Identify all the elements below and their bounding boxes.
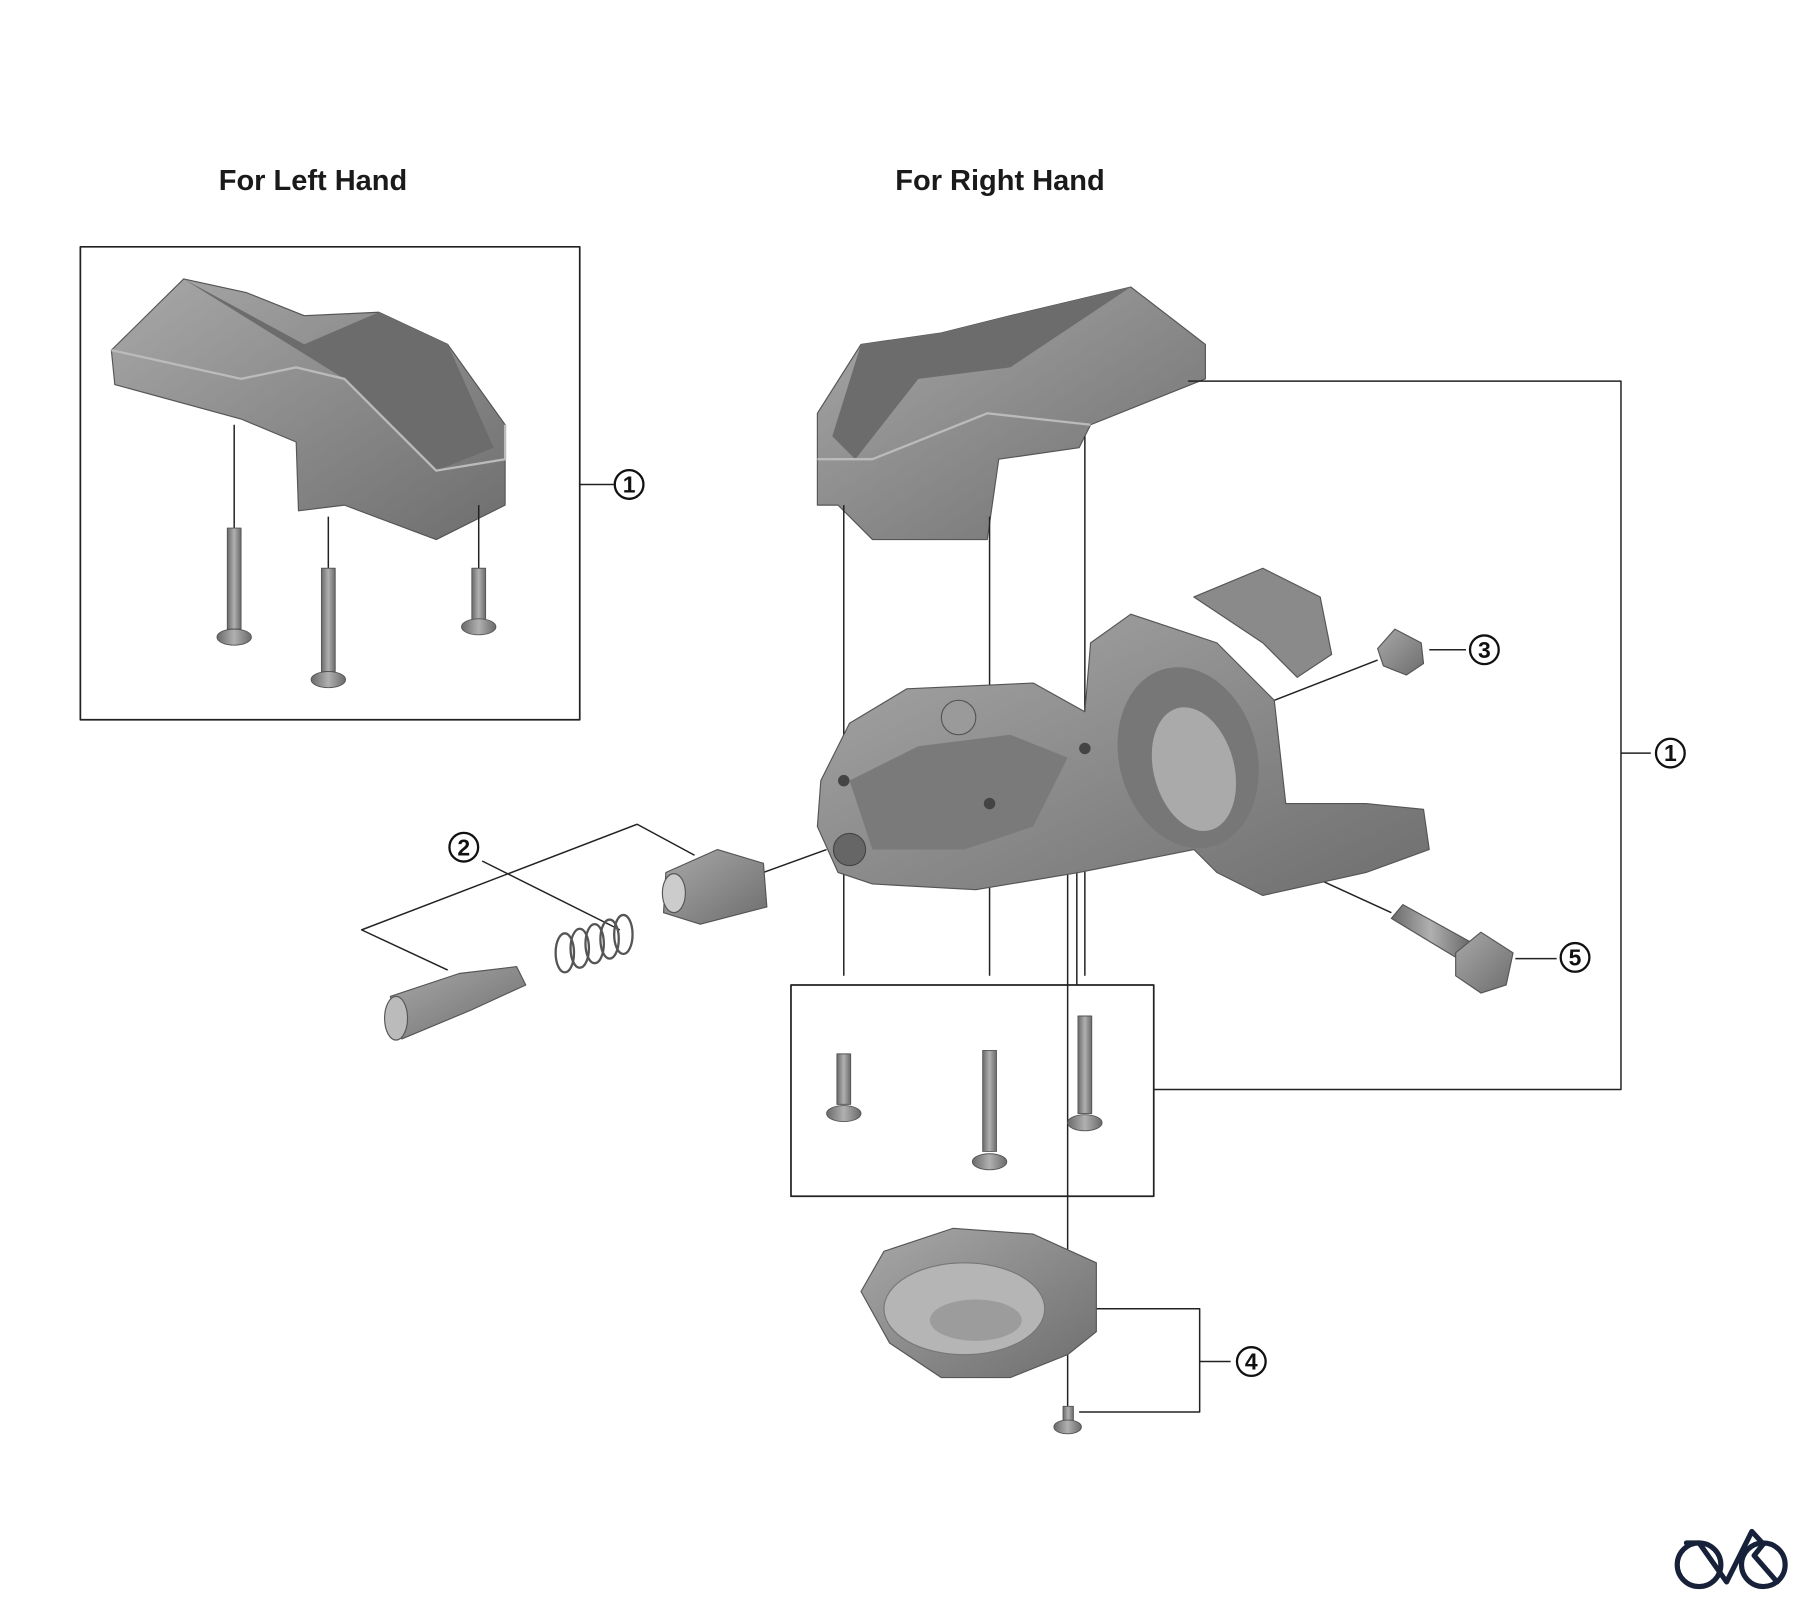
- left-screws: [233, 424, 480, 569]
- right-screw-box: [790, 984, 1155, 1198]
- callout-1-left: 1: [613, 468, 645, 500]
- callout-5: 5: [1559, 941, 1591, 973]
- svg-text:5: 5: [1569, 944, 1582, 970]
- spring: [554, 913, 634, 974]
- right-hand-heading: For Right Hand: [895, 165, 1105, 197]
- svg-text:1: 1: [1664, 740, 1677, 766]
- svg-text:3: 3: [1478, 637, 1491, 663]
- cable-adjuster-barrel: [661, 848, 768, 925]
- screw-icon: [1053, 1405, 1082, 1435]
- bottom-cover: [860, 1227, 1097, 1379]
- svg-text:2: 2: [457, 834, 470, 860]
- screw-icon: [826, 1015, 1103, 1171]
- right-cover-cap: [816, 286, 1206, 541]
- callout-3: 3: [1468, 634, 1500, 666]
- end-plug: [1377, 628, 1425, 676]
- callout-2: 2: [448, 831, 480, 863]
- screw-icon: [216, 527, 497, 689]
- bicycle-logo-icon: [1674, 1528, 1788, 1590]
- callout-1-right: 1: [1654, 737, 1686, 769]
- shifter-main-body: [816, 567, 1430, 897]
- left-hand-heading: For Left Hand: [218, 165, 408, 197]
- adjuster-bolt: [384, 966, 527, 1041]
- clamp-bolt: [1390, 904, 1514, 994]
- left-hand-box: [79, 245, 581, 721]
- svg-text:4: 4: [1245, 1349, 1258, 1375]
- left-cover-cap: [110, 278, 507, 541]
- callout-4: 4: [1235, 1346, 1267, 1378]
- svg-text:1: 1: [623, 471, 636, 497]
